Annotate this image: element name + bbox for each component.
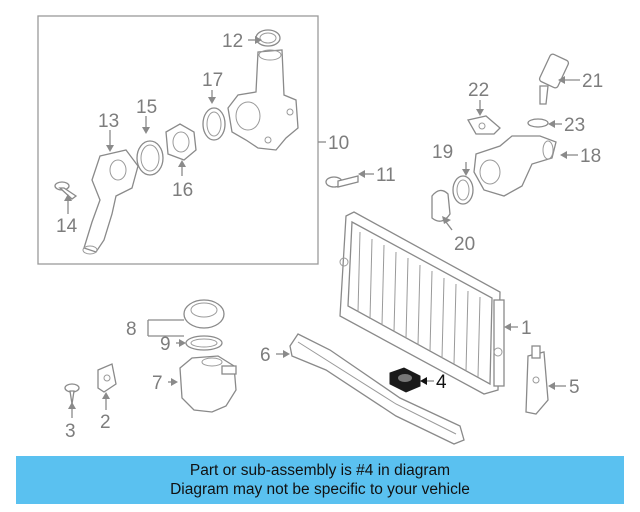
callout-3: 3	[65, 421, 76, 442]
leader-lines	[64, 36, 580, 418]
callout-22: 22	[468, 80, 489, 101]
callout-1: 1	[521, 318, 532, 339]
callout-19: 19	[432, 142, 453, 163]
part-9-seal	[185, 335, 223, 351]
callout-23: 23	[564, 115, 585, 136]
part-8-cap	[183, 299, 225, 329]
callout-6: 6	[260, 345, 271, 366]
inset-box	[37, 15, 319, 265]
part-4-radiator-mount	[389, 367, 421, 393]
part-23-seal	[527, 118, 549, 128]
banner-line-2: Diagram may not be specific to your vehi…	[170, 481, 470, 498]
callout-4: 4	[436, 372, 447, 393]
callout-2: 2	[100, 412, 111, 433]
part-18-connector	[473, 135, 557, 197]
callout-8: 8	[126, 319, 137, 340]
part-15-seal	[136, 140, 164, 176]
part-20-clip	[431, 189, 451, 222]
callout-7: 7	[152, 373, 163, 394]
callout-18: 18	[580, 146, 601, 167]
part-21-sensor	[538, 53, 570, 105]
callout-14: 14	[56, 216, 78, 237]
callout-17: 17	[202, 70, 223, 91]
parts-diagram: 12 17 15 13 16 14 10 11 21 22 23 18 19 2…	[37, 15, 603, 445]
callout-5: 5	[569, 377, 580, 398]
callout-9: 9	[160, 334, 171, 355]
part-17-seal	[202, 107, 226, 141]
banner-line-1: Part or sub-assembly is #4 in diagram	[189, 462, 451, 479]
callout-20: 20	[454, 234, 475, 255]
part-2-clip	[97, 363, 117, 393]
part-14-bolt	[54, 181, 78, 200]
part-22-gasket	[466, 115, 501, 135]
callout-15: 15	[136, 97, 157, 118]
part-1-radiator	[339, 211, 505, 395]
part-5-bracket	[525, 345, 549, 415]
thermostat-housing	[227, 49, 299, 151]
part-19-seal	[452, 175, 474, 205]
callout-16: 16	[172, 180, 193, 201]
part-16-thermostat	[165, 123, 197, 161]
part-12-seal	[255, 29, 281, 47]
part-13-flange	[82, 149, 139, 255]
info-banner: Part or sub-assembly is #4 in diagram Di…	[16, 456, 624, 504]
callout-12: 12	[222, 31, 243, 52]
part-6-air-deflector	[289, 333, 465, 445]
part-7-expansion-tank	[179, 355, 237, 413]
callout-10: 10	[328, 133, 349, 154]
part-3-bolt	[64, 383, 80, 405]
part-11-bolt	[325, 175, 359, 188]
callout-11: 11	[376, 165, 396, 186]
callout-21: 21	[582, 71, 603, 92]
callout-13: 13	[98, 111, 119, 132]
